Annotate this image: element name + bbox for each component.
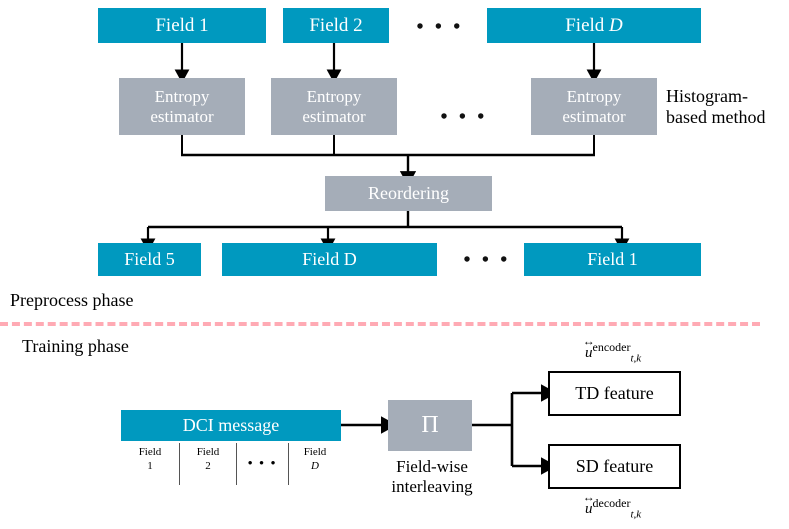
encoder-math-base: ↔ u: [582, 334, 595, 362]
encoder-math-label: ↔ u encodert,k: [582, 334, 642, 365]
entropy-estimator-line2-2: estimator: [302, 106, 366, 126]
input-field-label-1: Field 1: [155, 14, 209, 36]
entropy-estimators-ellipsis: • • •: [440, 105, 488, 128]
dci-field-cell-ellipsis: • • •: [236, 443, 288, 485]
entropy-estimator-box-2[interactable]: Entropy estimator: [271, 78, 397, 135]
encoder-math-sub: t,k: [630, 352, 642, 365]
dci-field-strip: Field 1 Field 2 • • • Field D: [121, 443, 341, 485]
dci-field-top-d: Field: [303, 446, 327, 458]
dci-field-cell-1: Field 1: [121, 443, 179, 485]
interleaver-caption-line2: interleaving: [391, 477, 473, 497]
interleaver-caption: Field-wise interleaving: [378, 457, 486, 497]
sd-feature-label: SD feature: [575, 456, 654, 477]
td-feature-label: TD feature: [575, 383, 654, 404]
input-field-box-2[interactable]: Field 2: [283, 8, 389, 43]
phase-divider: [0, 322, 760, 326]
input-field-box-1[interactable]: Field 1: [98, 8, 266, 43]
dci-message-box[interactable]: DCI message: [121, 410, 341, 441]
entropy-estimator-line2-3: estimator: [562, 106, 626, 126]
dci-field-top-2: Field: [196, 446, 220, 458]
dci-field-bottom-d: D: [311, 460, 319, 473]
training-phase-label: Training phase: [22, 336, 129, 356]
output-field-label-5: Field 5: [124, 249, 175, 270]
td-feature-box[interactable]: TD feature: [548, 371, 681, 416]
output-field-label-1: Field 1: [587, 249, 638, 270]
input-field-label-d: Field D: [565, 14, 623, 36]
interleaver-box[interactable]: Π: [388, 400, 472, 451]
dci-field-ellipsis: • • •: [247, 455, 278, 470]
encoder-math-sup: encoder: [592, 340, 631, 354]
interleaver-symbol: Π: [421, 412, 439, 439]
reordering-label: Reordering: [368, 183, 449, 204]
preprocess-phase-label: Preprocess phase: [10, 290, 134, 310]
dci-message-label: DCI message: [182, 415, 280, 436]
decoder-math-label: ↔ u decodert,k: [582, 490, 642, 521]
entropy-estimator-line1-2: Entropy: [306, 87, 362, 107]
output-field-label-d: Field D: [302, 249, 357, 270]
entropy-estimator-line2-1: estimator: [150, 106, 214, 126]
entropy-estimator-box-1[interactable]: Entropy estimator: [119, 78, 245, 135]
dci-field-bottom-1: 1: [147, 460, 153, 473]
histogram-method-line1: Histogram-: [666, 86, 748, 106]
output-fields-ellipsis: • • •: [463, 248, 511, 271]
decoder-math-base: ↔ u: [582, 490, 595, 518]
input-fields-ellipsis: • • •: [416, 15, 464, 38]
sd-feature-box[interactable]: SD feature: [548, 444, 681, 489]
dci-field-bottom-2: 2: [205, 460, 211, 473]
output-field-box-d[interactable]: Field D: [222, 243, 437, 276]
histogram-method-label: Histogram- based method: [666, 86, 789, 128]
reordering-box[interactable]: Reordering: [325, 176, 492, 211]
encoder-math-accent: ↔: [582, 334, 595, 349]
histogram-method-line2: based method: [666, 107, 766, 128]
decoder-math-accent: ↔: [582, 490, 595, 505]
entropy-estimator-box-3[interactable]: Entropy estimator: [531, 78, 657, 135]
dci-field-top-1: Field: [138, 446, 162, 458]
dci-field-cell-2: Field 2: [179, 443, 236, 485]
interleaver-caption-line1: Field-wise: [396, 457, 468, 476]
entropy-estimator-line1-3: Entropy: [566, 87, 622, 107]
decoder-math-sup: decoder: [592, 496, 631, 510]
input-field-box-d[interactable]: Field D: [487, 8, 701, 43]
output-field-box-1[interactable]: Field 1: [524, 243, 701, 276]
dci-field-cell-d: Field D: [288, 443, 341, 485]
decoder-math-sub: t,k: [630, 508, 642, 521]
input-field-label-2: Field 2: [309, 14, 363, 36]
entropy-estimator-line1-1: Entropy: [154, 87, 210, 107]
output-field-box-5[interactable]: Field 5: [98, 243, 201, 276]
